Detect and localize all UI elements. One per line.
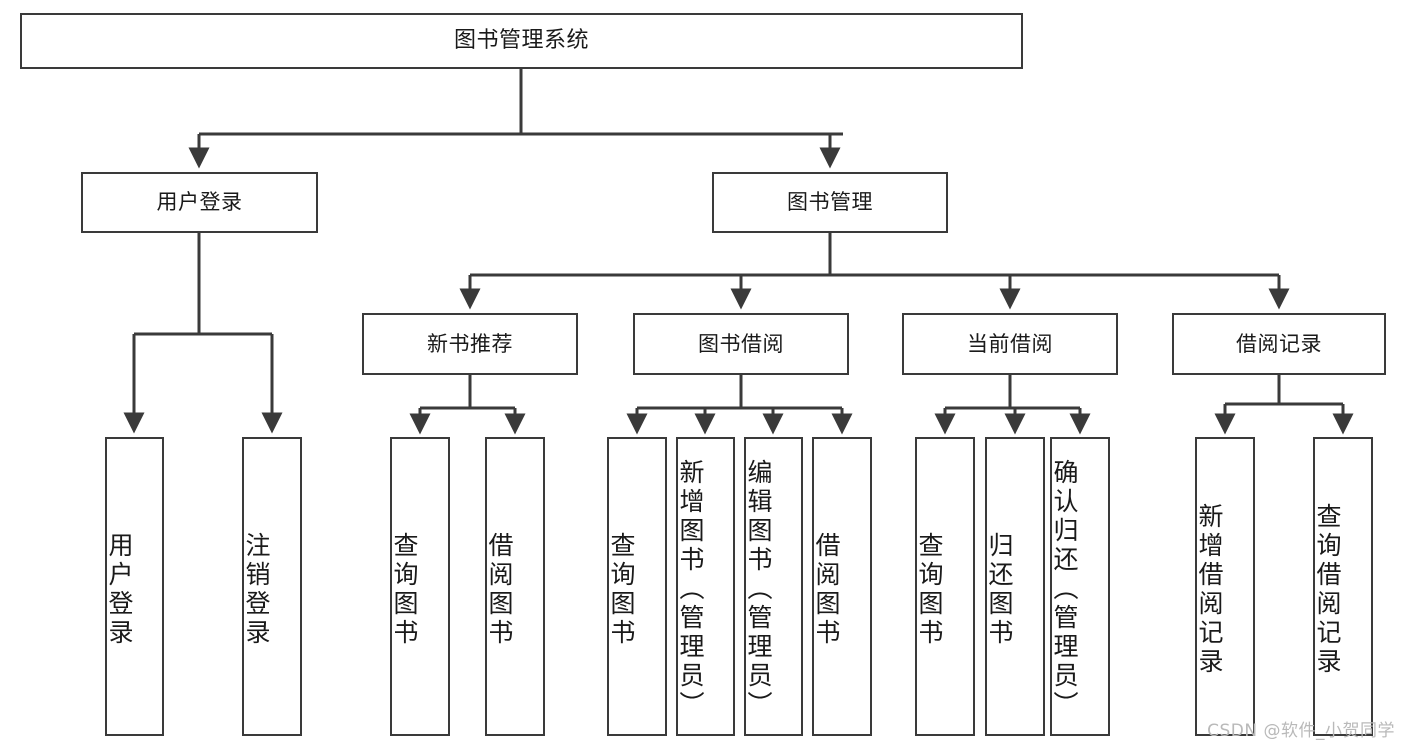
leaf-user-login[interactable]: 用户登录 [105, 437, 164, 736]
leaf-user-logout-label: 注销登录 [242, 531, 271, 648]
node-borrow-record[interactable]: 借阅记录 [1172, 313, 1386, 375]
leaf-borrow-book-2[interactable]: 借阅图书 [812, 437, 872, 736]
leaf-add-record-label: 新增借阅记录 [1195, 502, 1224, 677]
leaf-add-book-label: 新增图书（管理员） [676, 459, 705, 720]
watermark-text: CSDN @软件_小贺同学 [1207, 721, 1395, 741]
node-root-label: 图书管理系统 [453, 28, 589, 54]
leaf-query-book-2-label: 查询图书 [607, 531, 636, 648]
leaf-query-book-3-label: 查询图书 [915, 531, 944, 648]
leaf-borrow-book-1-label: 借阅图书 [485, 531, 514, 648]
leaf-return-book-label: 归还图书 [985, 531, 1014, 648]
leaf-query-record[interactable]: 查询借阅记录 [1313, 437, 1373, 736]
node-root[interactable]: 图书管理系统 [20, 13, 1023, 69]
leaf-user-logout[interactable]: 注销登录 [242, 437, 302, 736]
leaf-user-login-label: 用户登录 [105, 531, 134, 648]
leaf-query-record-label: 查询借阅记录 [1313, 502, 1342, 677]
leaf-query-book-1-label: 查询图书 [390, 531, 419, 648]
leaf-query-book-3[interactable]: 查询图书 [915, 437, 975, 736]
node-current-borrow-label: 当前借阅 [967, 331, 1053, 356]
node-new-book-recommend[interactable]: 新书推荐 [362, 313, 578, 375]
leaf-add-record[interactable]: 新增借阅记录 [1195, 437, 1255, 736]
leaf-borrow-book-2-label: 借阅图书 [812, 531, 841, 648]
leaf-edit-book-label: 编辑图书（管理员） [744, 459, 773, 720]
leaf-return-book[interactable]: 归还图书 [985, 437, 1045, 736]
node-borrow-record-label: 借阅记录 [1236, 331, 1322, 356]
node-book-manage-label: 图书管理 [787, 190, 873, 215]
node-book-borrow-label: 图书借阅 [698, 331, 784, 356]
node-book-manage[interactable]: 图书管理 [712, 172, 948, 233]
leaf-query-book-2[interactable]: 查询图书 [607, 437, 667, 736]
leaf-confirm-return-label: 确认归还（管理员） [1050, 459, 1079, 720]
node-book-borrow[interactable]: 图书借阅 [633, 313, 849, 375]
leaf-query-book-1[interactable]: 查询图书 [390, 437, 450, 736]
node-user-login-label: 用户登录 [156, 190, 243, 215]
leaf-add-book[interactable]: 新增图书（管理员） [676, 437, 735, 736]
leaf-edit-book[interactable]: 编辑图书（管理员） [744, 437, 803, 736]
node-user-login[interactable]: 用户登录 [81, 172, 318, 233]
leaf-borrow-book-1[interactable]: 借阅图书 [485, 437, 545, 736]
leaf-confirm-return[interactable]: 确认归还（管理员） [1050, 437, 1110, 736]
node-current-borrow[interactable]: 当前借阅 [902, 313, 1118, 375]
node-new-book-recommend-label: 新书推荐 [427, 331, 513, 356]
